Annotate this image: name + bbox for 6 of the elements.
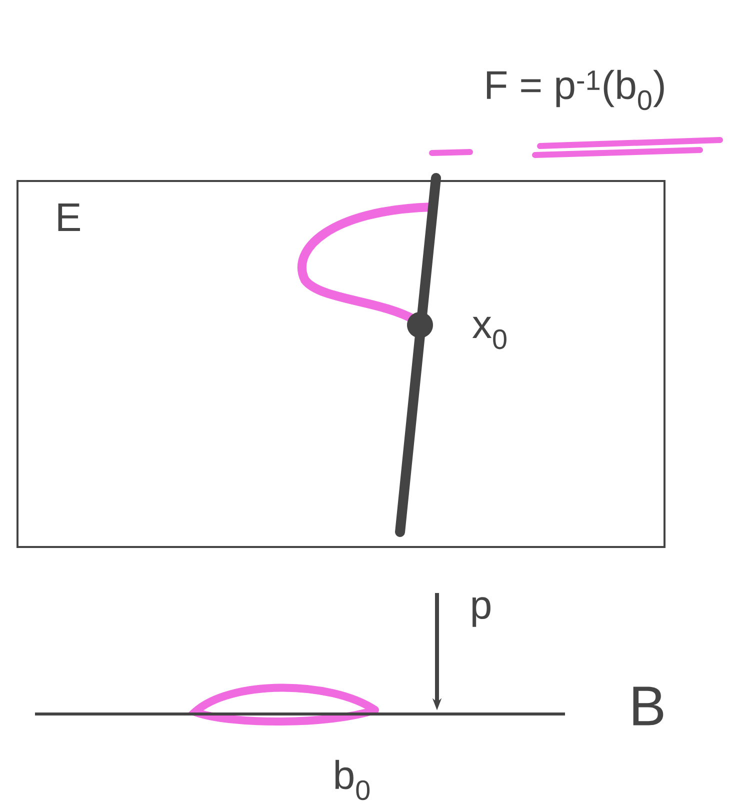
- point-label: b$_{0}$: [335, 760, 370, 800]
- beside-label: B: [633, 686, 664, 726]
- node-label: E: [58, 204, 80, 232]
- point-label: x$_{0}$: [472, 316, 506, 350]
- edge-label: p: [472, 597, 490, 627]
- formula-label: F = p$^{-1}$(b$_{0}$): [486, 70, 664, 110]
